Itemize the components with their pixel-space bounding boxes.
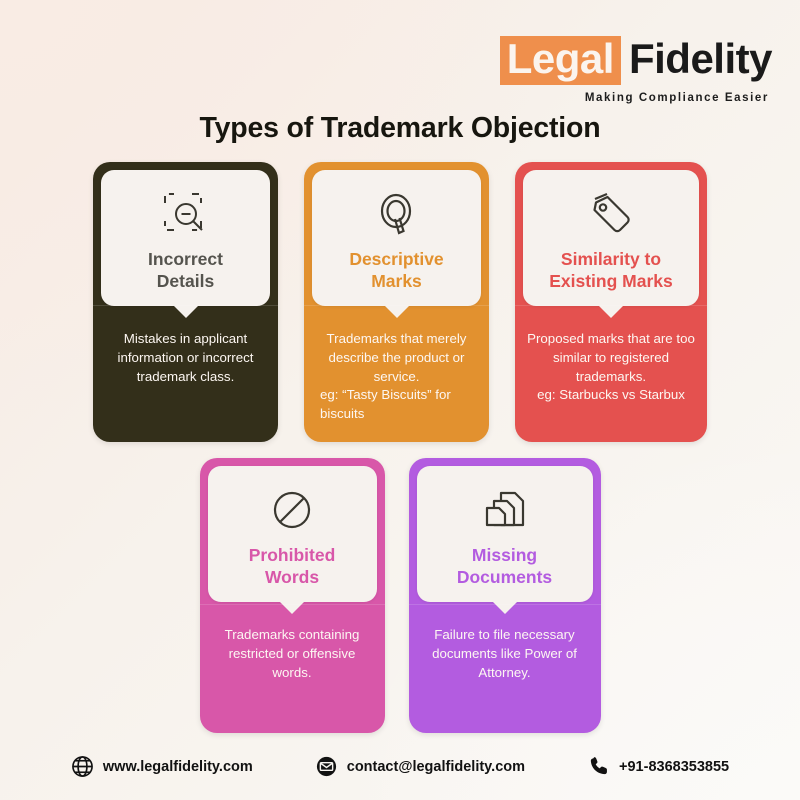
card-heading: Incorrect Details: [111, 248, 260, 293]
card-heading-line-2: Words: [264, 567, 320, 588]
card-incorrect-details: Incorrect Details Mistakes in applicant …: [93, 162, 278, 442]
card-descriptive-marks: Descriptive Marks Trademarks that merely…: [304, 162, 489, 442]
stacked-documents-icon: [427, 482, 583, 538]
dashed-frame-magnifier-minus-icon: [111, 186, 260, 242]
logo-word-legal: Legal: [499, 36, 621, 85]
card-heading: Descriptive Marks: [322, 248, 471, 293]
card-heading: Similarity to Existing Marks: [533, 248, 689, 293]
card-heading-line-2: Existing Marks: [549, 271, 673, 292]
card-missing-documents: Missing Documents Failure to file necess…: [408, 458, 601, 733]
card-bubble-wrap: Similarity to Existing Marks: [515, 162, 707, 306]
logo-tagline: Making Compliance Easier: [584, 92, 769, 104]
card-heading-line-1: Similarity to: [560, 249, 662, 269]
card-example-text: eg: “Tasty Biscuits” for biscuits: [320, 387, 451, 422]
card-body-text: Trademarks that merely describe the prod…: [326, 330, 467, 384]
card-bubble: Prohibited Words: [207, 466, 377, 602]
footer-website-label: www.legalfidelity.com: [102, 758, 253, 775]
card-heading-line-1: Descriptive: [349, 249, 444, 269]
card-heading-line-2: Details: [156, 271, 215, 292]
card-heading-line-2: Marks: [371, 271, 422, 292]
footer-email-label: contact@legalfidelity.com: [346, 758, 526, 775]
footer-website[interactable]: www.legalfidelity.com: [71, 755, 253, 778]
prohibited-circle-slash-icon: [218, 482, 367, 538]
card-heading-line-1: Incorrect: [148, 249, 223, 269]
card-heading-line-2: Documents: [456, 567, 553, 588]
card-divider: [408, 604, 601, 605]
card-prohibited-words: Prohibited Words Trademarks containing r…: [199, 458, 385, 733]
card-bubble: Missing Documents: [416, 466, 593, 602]
card-body: Mistakes in applicant information or inc…: [93, 306, 278, 442]
envelope-icon: [315, 755, 338, 778]
card-bubble: Descriptive Marks: [312, 170, 481, 306]
card-divider: [93, 305, 278, 306]
footer-contact-bar: www.legalfidelity.com contact@legalfidel…: [0, 755, 800, 778]
card-bubble: Similarity to Existing Marks: [523, 170, 699, 306]
card-example-text: eg: Starbucks vs Starbux: [537, 387, 685, 403]
letter-q-outline-icon: [322, 186, 471, 242]
card-bubble-wrap: Descriptive Marks: [304, 162, 489, 306]
card-bubble: Incorrect Details: [101, 170, 270, 306]
footer-email[interactable]: contact@legalfidelity.com: [315, 755, 525, 778]
card-divider: [199, 604, 385, 605]
page-title: Types of Trademark Objection: [199, 112, 601, 144]
card-body-text: Trademarks containing restricted or offe…: [224, 626, 360, 680]
card-bubble-wrap: Prohibited Words: [200, 458, 385, 602]
price-tag-icon: [533, 186, 689, 242]
card-body-text: Proposed marks that are too similar to r…: [527, 330, 695, 384]
card-body-text: Failure to file necessary documents like…: [432, 626, 577, 680]
card-divider: [515, 305, 707, 306]
card-heading: Prohibited Words: [218, 544, 367, 589]
card-body: Trademarks containing restricted or offe…: [200, 602, 385, 733]
footer-phone-label: +91-8368353855: [619, 758, 730, 775]
footer-phone[interactable]: +91-8368353855: [587, 755, 729, 778]
card-heading-line-1: Prohibited: [248, 545, 336, 565]
card-bubble-wrap: Missing Documents: [409, 458, 601, 602]
card-heading: Missing Documents: [427, 544, 583, 589]
card-divider: [304, 305, 489, 306]
card-body: Proposed marks that are too similar to r…: [515, 306, 707, 442]
globe-icon: [71, 755, 94, 778]
card-bubble-wrap: Incorrect Details: [93, 162, 278, 306]
card-body-text: Mistakes in applicant information or inc…: [117, 330, 254, 384]
card-body: Failure to file necessary documents like…: [409, 602, 601, 733]
logo-word-fidelity: Fidelity: [628, 35, 773, 82]
card-heading-line-1: Missing: [471, 545, 538, 565]
card-similarity-existing-marks: Similarity to Existing Marks Proposed ma…: [515, 162, 707, 442]
phone-icon: [587, 755, 610, 778]
card-row-top: Incorrect Details Mistakes in applicant …: [0, 162, 800, 442]
card-row-bottom: Prohibited Words Trademarks containing r…: [0, 458, 800, 733]
card-body: Trademarks that merely describe the prod…: [304, 306, 489, 442]
